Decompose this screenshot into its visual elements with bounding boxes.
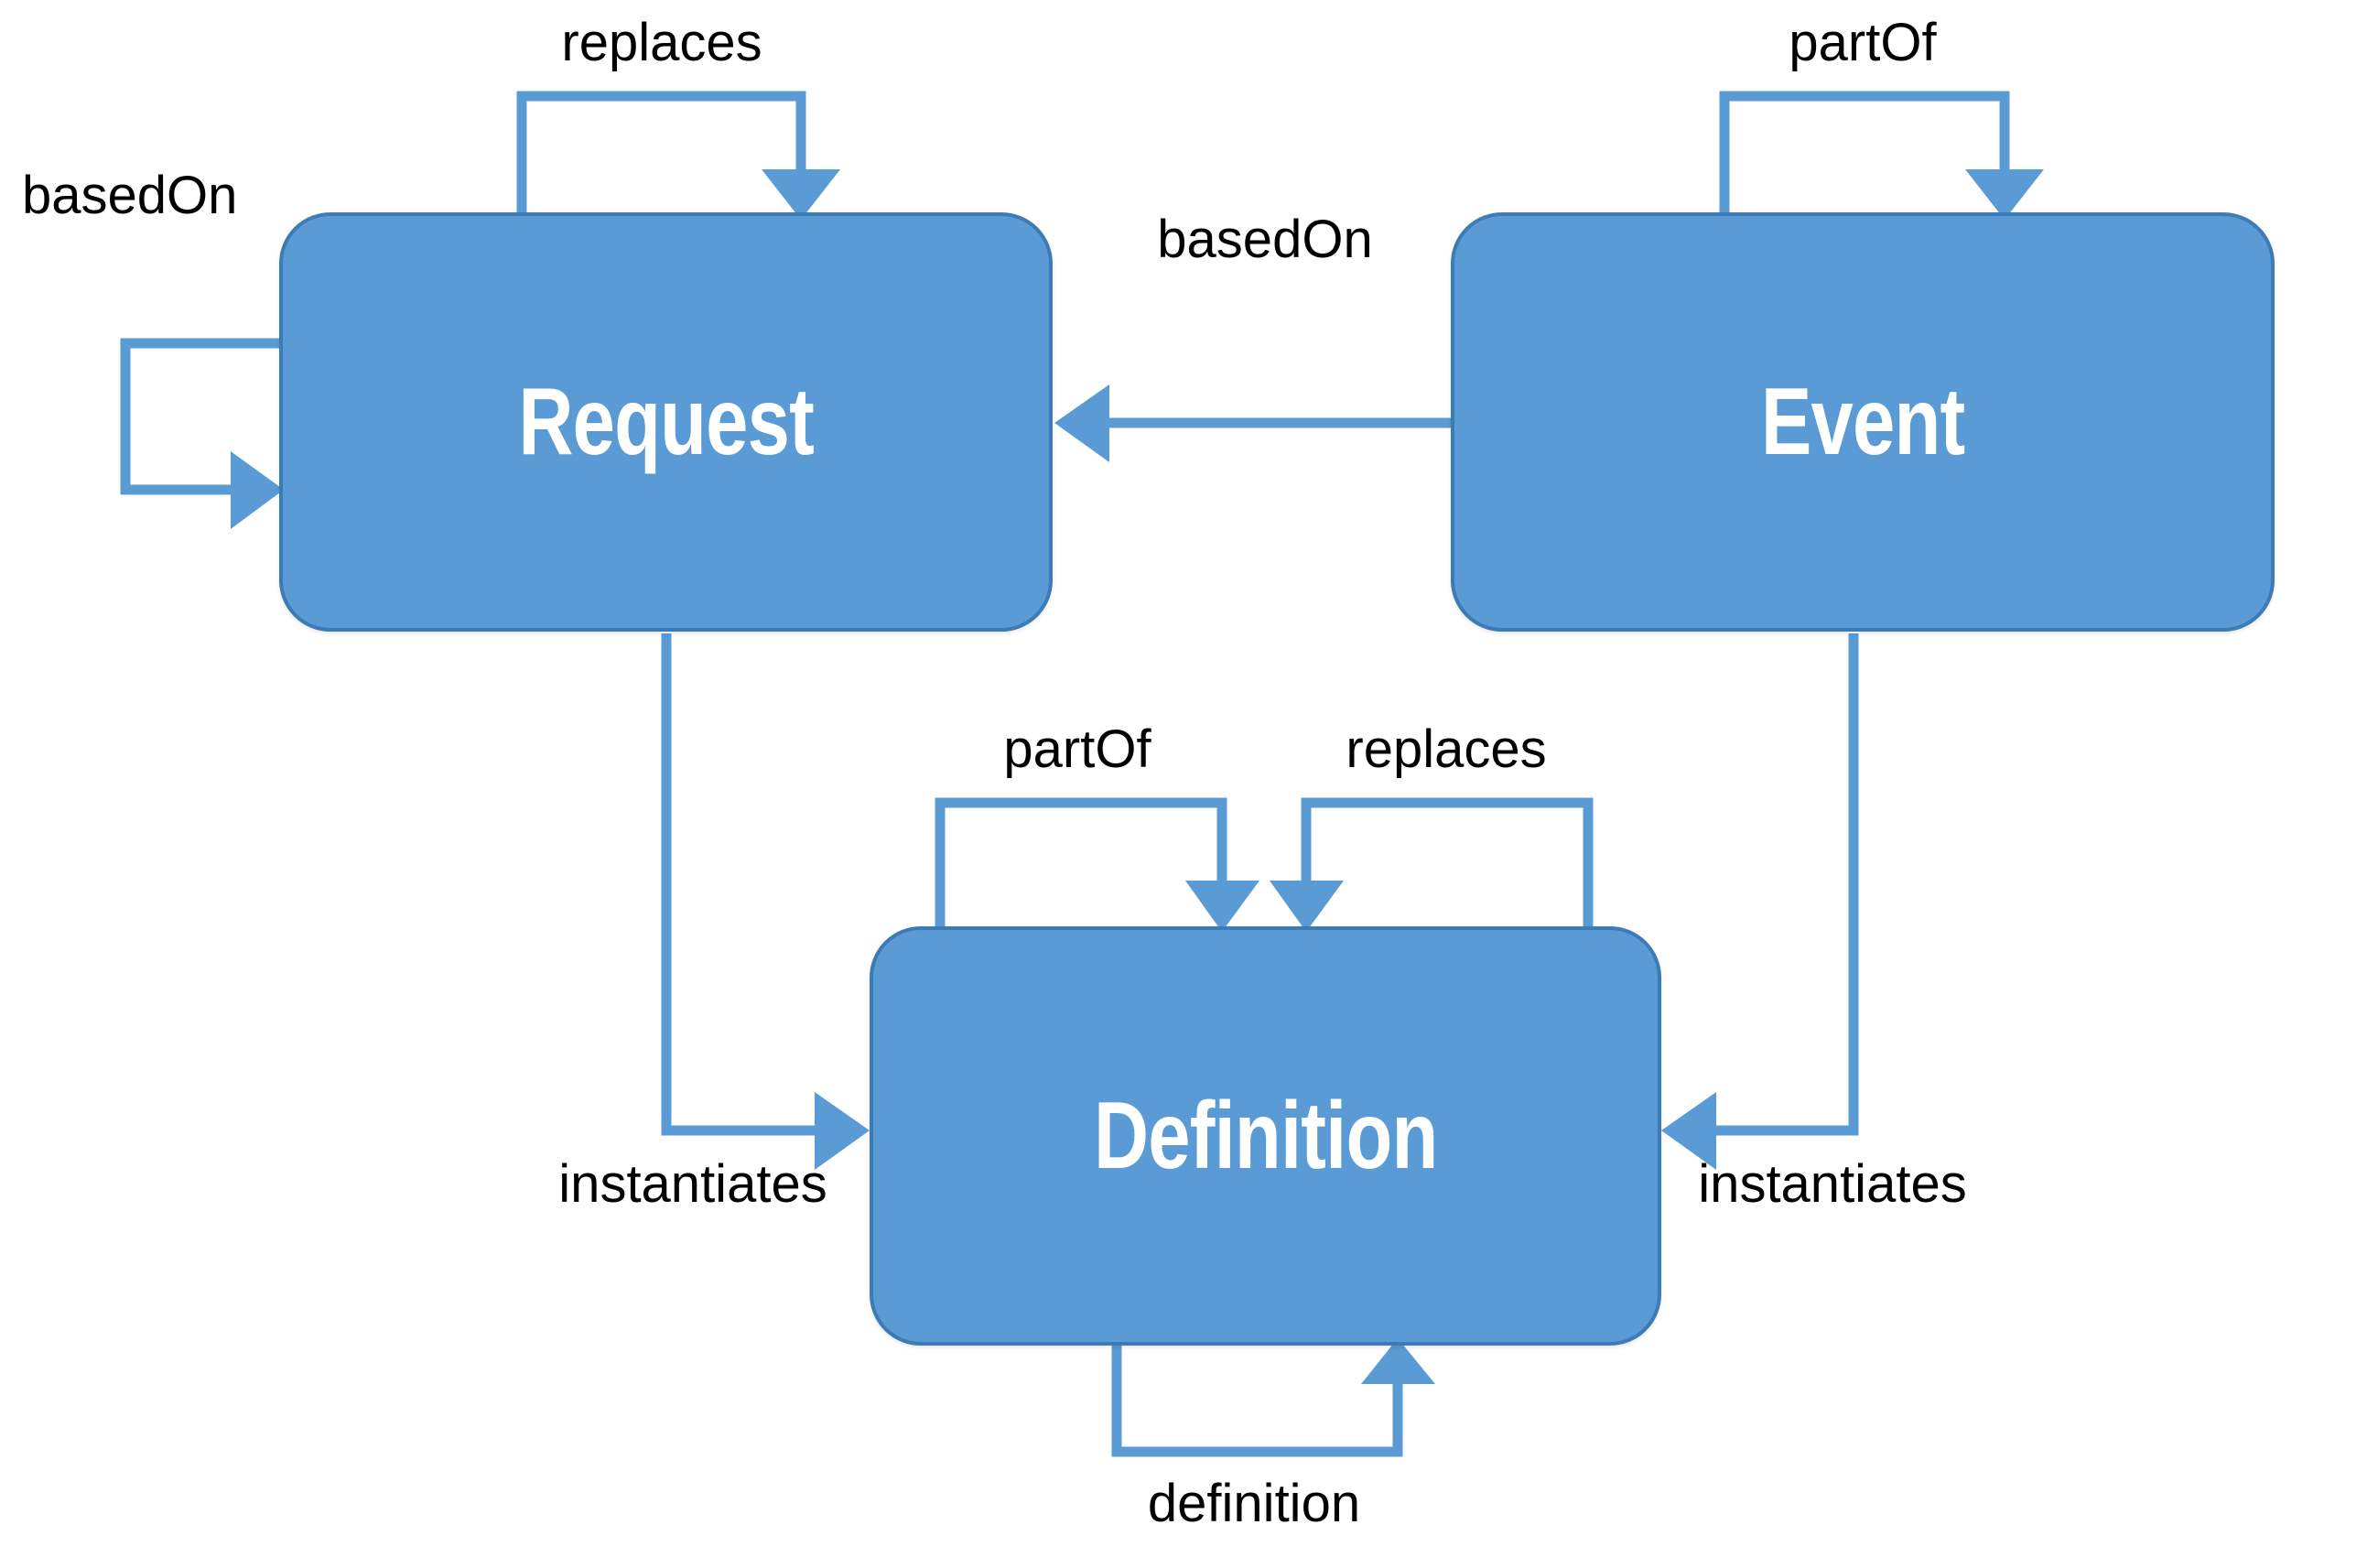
edge-definition-replaces-line [1301, 797, 1594, 929]
arrowhead-request-replaces [762, 169, 840, 220]
edge-request-replaces-line [516, 91, 806, 215]
arrowhead-definition-partof [1185, 881, 1259, 932]
edge-event-instantiates-line [1716, 633, 1859, 1136]
edge-label-request-basedon: basedOn [22, 166, 238, 225]
edge-label-event-instantiates: instantiates [1698, 1154, 1967, 1214]
edge-event-partof-line [1719, 91, 2010, 215]
edge-label-event-basedon-request: basedOn [1157, 210, 1373, 269]
arrowhead-definition-definition [1361, 1338, 1435, 1384]
node-request[interactable]: Request [279, 212, 1053, 632]
arrowheads [231, 169, 2044, 1384]
arrowhead-event-basedon-request [1054, 384, 1109, 462]
edge-definition-definition-line [1111, 1346, 1403, 1457]
edge-label-request-instantiates: instantiates [558, 1154, 827, 1214]
arrowhead-request-basedon [231, 451, 284, 529]
edge-definition-partof-line [935, 797, 1227, 929]
edge-label-request-replaces: replaces [561, 13, 762, 72]
node-request-label: Request [518, 369, 814, 475]
node-definition[interactable]: Definition [870, 926, 1661, 1346]
node-event-label: Event [1760, 369, 1965, 475]
node-event[interactable]: Event [1451, 212, 2275, 632]
edge-request-instantiates-line [661, 633, 815, 1136]
arrowhead-request-instantiates [815, 1092, 870, 1170]
edge-label-event-partof: partOf [1789, 13, 1937, 72]
edge-request-basedon-line [120, 338, 286, 495]
arrowhead-event-instantiates [1661, 1092, 1716, 1170]
arrowhead-event-partof [1965, 169, 2044, 220]
edge-label-definition-replaces: replaces [1346, 719, 1547, 779]
edge-label-definition-partof: partOf [1003, 719, 1151, 779]
edge-label-definition-definition: definition [1147, 1474, 1361, 1533]
node-definition-label: Definition [1093, 1083, 1438, 1189]
arrowhead-definition-replaces [1270, 881, 1344, 932]
